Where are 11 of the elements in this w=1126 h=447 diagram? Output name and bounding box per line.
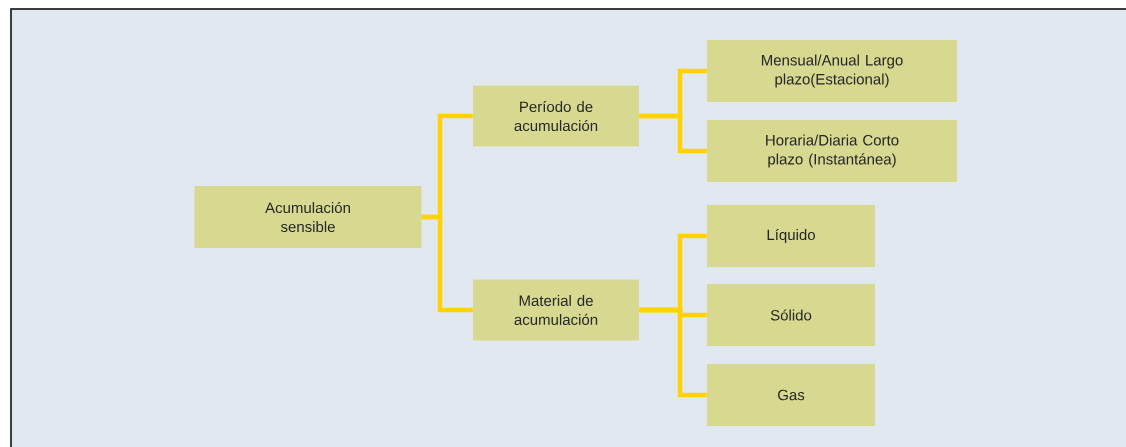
label-box: Acumulación sensible <box>194 186 422 248</box>
connector-line <box>639 307 707 398</box>
label-box: Sólido <box>707 284 875 346</box>
label-box: Horaria/Diaria Corto plazo (Instantánea) <box>707 120 957 182</box>
connector-line <box>421 214 473 313</box>
label-box: Líquido <box>707 205 875 267</box>
label-box: Gas <box>707 364 875 426</box>
connector-line <box>639 113 707 154</box>
label-box: Período de acumulación <box>473 85 639 147</box>
label-box: Mensual/Anual Largo plazo(Estacional) <box>707 40 957 102</box>
label-box: Material de acumulación <box>473 279 639 341</box>
